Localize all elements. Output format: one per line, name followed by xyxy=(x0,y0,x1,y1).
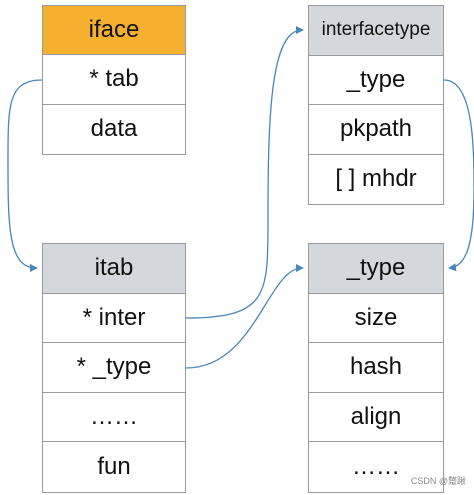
arrow-type-to-type xyxy=(185,264,304,369)
arrow-interfacetype-type-to-type xyxy=(443,79,474,272)
arrow-tab-to-itab xyxy=(7,79,43,272)
interfacetype-header: interfacetype xyxy=(309,6,443,56)
iface-struct: iface * tab data xyxy=(42,5,186,155)
itab-field-ellipsis: …… xyxy=(43,393,185,443)
interfacetype-field-pkpath: pkpath xyxy=(309,105,443,155)
interfacetype-field-type: _type xyxy=(309,56,443,105)
type-field-ellipsis: …… xyxy=(352,453,400,481)
type-struct: _type size hash align …… xyxy=(308,243,444,493)
iface-field-tab: * tab xyxy=(43,55,185,105)
iface-field-data: data xyxy=(90,115,138,143)
interfacetype-struct: interfacetype _type pkpath [ ] mhdr xyxy=(308,5,444,205)
arrow-inter-to-interfacetype xyxy=(185,26,304,319)
interfacetype-field-mhdr: [ ] mhdr xyxy=(335,165,417,193)
type-field-size: size xyxy=(309,294,443,344)
itab-struct: itab * inter * _type …… fun xyxy=(42,243,186,493)
watermark: CSDN @蹩踿 xyxy=(410,476,466,486)
iface-header: iface xyxy=(43,6,185,56)
itab-field-inter: * inter xyxy=(43,294,185,344)
itab-field-type: * _type xyxy=(43,343,185,393)
type-header: _type xyxy=(309,244,443,294)
itab-field-fun: fun xyxy=(97,453,131,481)
itab-header: itab xyxy=(43,244,185,294)
type-field-hash: hash xyxy=(309,343,443,393)
type-field-align: align xyxy=(309,393,443,443)
